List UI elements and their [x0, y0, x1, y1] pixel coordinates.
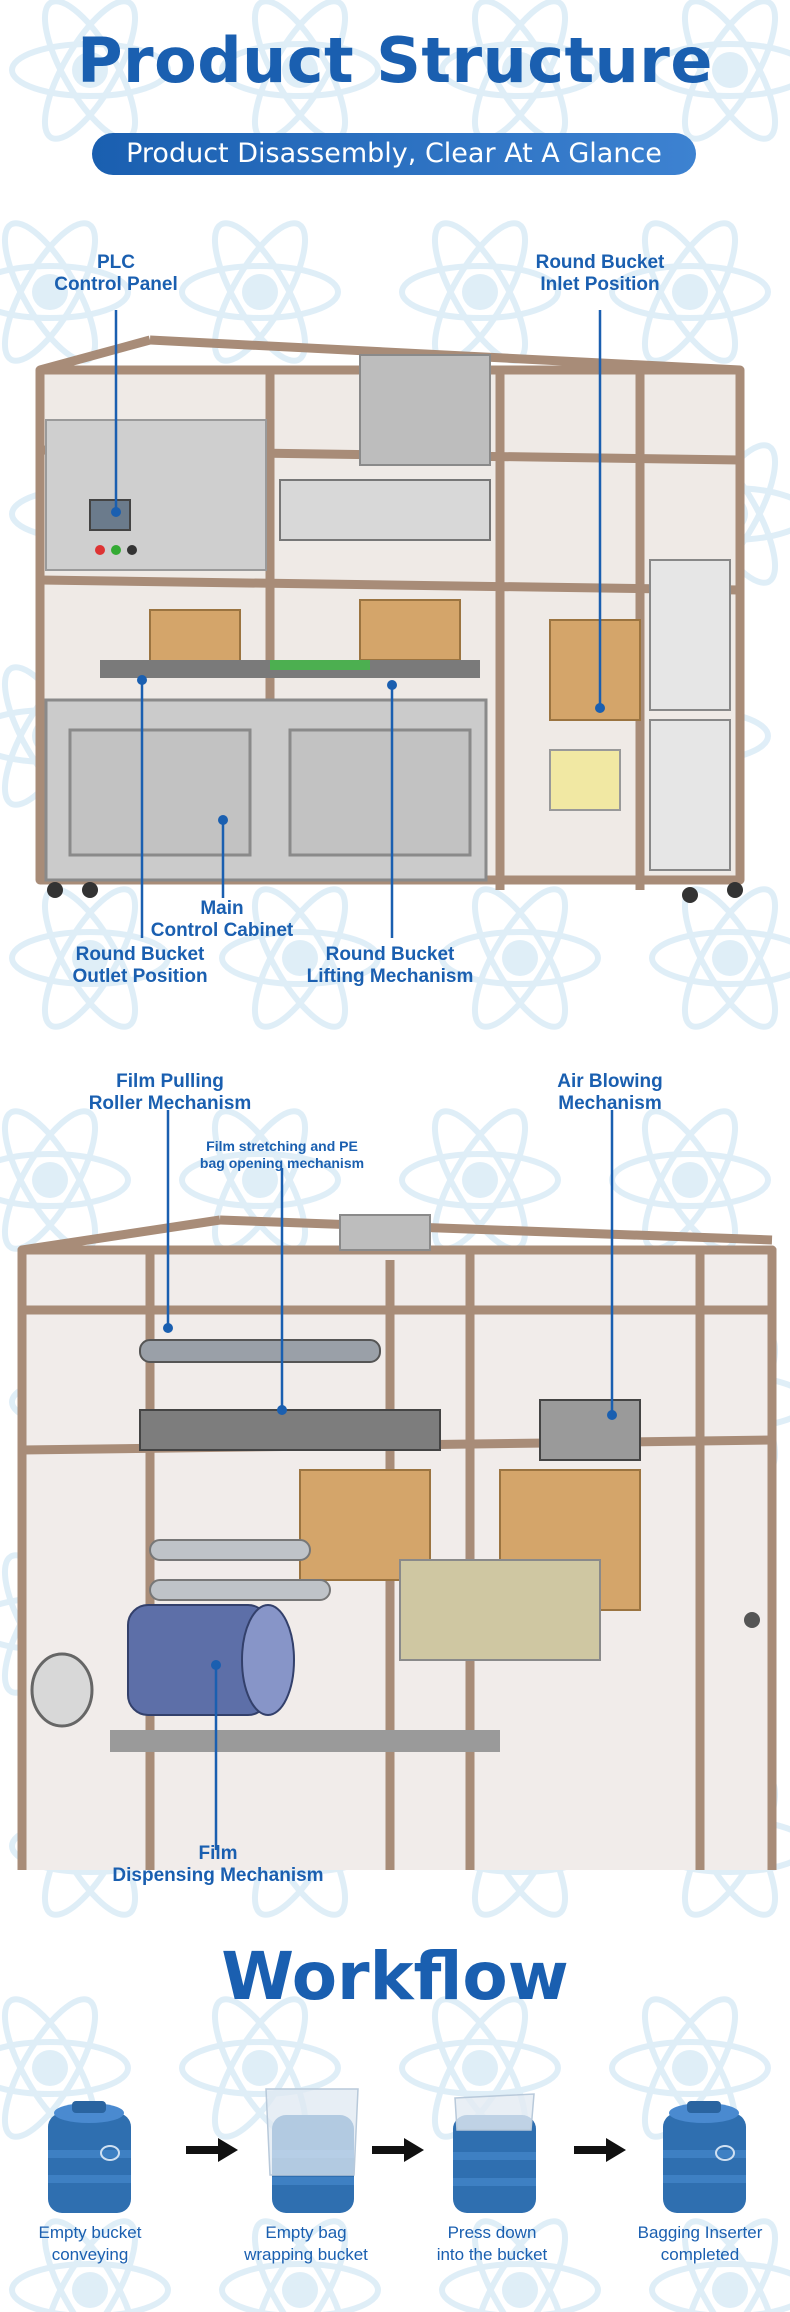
- watermark-atom-icon: [609, 220, 771, 364]
- label-line: into the bucket: [436, 2245, 548, 2264]
- watermark-atom-icon: [9, 0, 171, 142]
- callout-lines: [114, 310, 602, 938]
- arrow-right-icon: [186, 2138, 238, 2162]
- label-line: Film stretching and PE: [206, 1138, 358, 1154]
- label-line: Empty bag: [265, 2223, 347, 2242]
- arrow-right-icon: [574, 2138, 626, 2162]
- callout-dots: [163, 1323, 617, 1670]
- label-plc-control-panel: PLC Control Panel: [26, 252, 206, 296]
- workflow-step-3-label: Press down into the bucket: [412, 2222, 572, 2266]
- watermark-atom-icon: [399, 1996, 561, 2140]
- empty-bucket-icon: [48, 2101, 131, 2213]
- label-bucket-inlet: Round Bucket Inlet Position: [510, 252, 690, 296]
- watermark-atom-icon: [439, 886, 601, 1030]
- label-line: Press down: [447, 2223, 537, 2242]
- label-line: Round Bucket: [75, 944, 205, 965]
- callout-lines: [166, 1110, 614, 1850]
- label-line: Inlet Position: [540, 274, 660, 295]
- label-line: Dispensing Mechanism: [112, 1865, 324, 1886]
- workflow-title: Workflow: [221, 1938, 569, 2015]
- workflow-step-4-label: Bagging Inserter completed: [620, 2222, 780, 2266]
- casters: [47, 882, 743, 903]
- label-line: Control Panel: [54, 274, 178, 295]
- workflow-step-1-label: Empty bucket conveying: [10, 2222, 170, 2266]
- control-cabinet: [44, 419, 488, 882]
- label-line: Main: [200, 898, 244, 919]
- completed-bucket-icon: [663, 2101, 746, 2213]
- label-line: Air Blowing: [557, 1071, 663, 1092]
- page-title: Product Structure: [77, 24, 713, 97]
- subtitle-banner: Product Disassembly, Clear At A Glance: [92, 133, 696, 175]
- label-main-control-cabinet: Main Control Cabinet: [132, 898, 312, 942]
- label-line: Empty bucket: [38, 2223, 142, 2242]
- label-line: Lifting Mechanism: [306, 966, 474, 987]
- watermark-atom-icon: [439, 2218, 601, 2312]
- label-bucket-lifting: Round Bucket Lifting Mechanism: [290, 944, 490, 988]
- mechanism-parts: [30, 1214, 760, 1752]
- label-film-pulling-roller: Film Pulling Roller Mechanism: [70, 1071, 270, 1115]
- watermark-atom-icon: [649, 2218, 790, 2312]
- workflow-step-2-label: Empty bag wrapping bucket: [226, 2222, 386, 2266]
- bag-wrapped-bucket-icon: [265, 2088, 359, 2213]
- label-line: Round Bucket: [535, 252, 665, 273]
- label-air-blowing: Air Blowing Mechanism: [520, 1071, 700, 1115]
- label-line: Round Bucket: [325, 944, 455, 965]
- label-line: wrapping bucket: [244, 2245, 368, 2264]
- watermark-atom-icon: [219, 886, 381, 1030]
- label-bucket-outlet: Round Bucket Outlet Position: [50, 944, 230, 988]
- label-line: Film: [198, 1843, 238, 1864]
- label-film-stretching: Film stretching and PE bag opening mecha…: [182, 1138, 382, 1172]
- watermark-atom-icon: [9, 2218, 171, 2312]
- machine-front-view: [35, 310, 745, 938]
- callout-dots: [111, 507, 605, 825]
- watermark-atom-icon: [179, 220, 341, 364]
- watermark-atom-icon: [0, 220, 131, 364]
- watermark-atom-icon: [609, 1996, 771, 2140]
- label-line: bag opening mechanism: [199, 1155, 365, 1171]
- watermark-atom-icon: [649, 0, 790, 142]
- label-film-dispensing: Film Dispensing Mechanism: [98, 1843, 338, 1887]
- label-line: Roller Mechanism: [88, 1093, 252, 1114]
- machine-side-view: [17, 1110, 777, 1870]
- press-down-bucket-icon: [453, 2093, 536, 2213]
- arrow-right-icon: [372, 2138, 424, 2162]
- label-line: conveying: [51, 2245, 129, 2264]
- label-line: PLC: [97, 252, 135, 273]
- label-line: Film Pulling: [116, 1071, 224, 1092]
- mechanism-parts: [100, 354, 731, 871]
- label-line: completed: [660, 2245, 740, 2264]
- label-line: Mechanism: [558, 1093, 662, 1114]
- label-line: Control Cabinet: [150, 920, 294, 941]
- watermark-atom-icon: [219, 2218, 381, 2312]
- label-line: Outlet Position: [72, 966, 208, 987]
- label-line: Bagging Inserter: [637, 2223, 763, 2242]
